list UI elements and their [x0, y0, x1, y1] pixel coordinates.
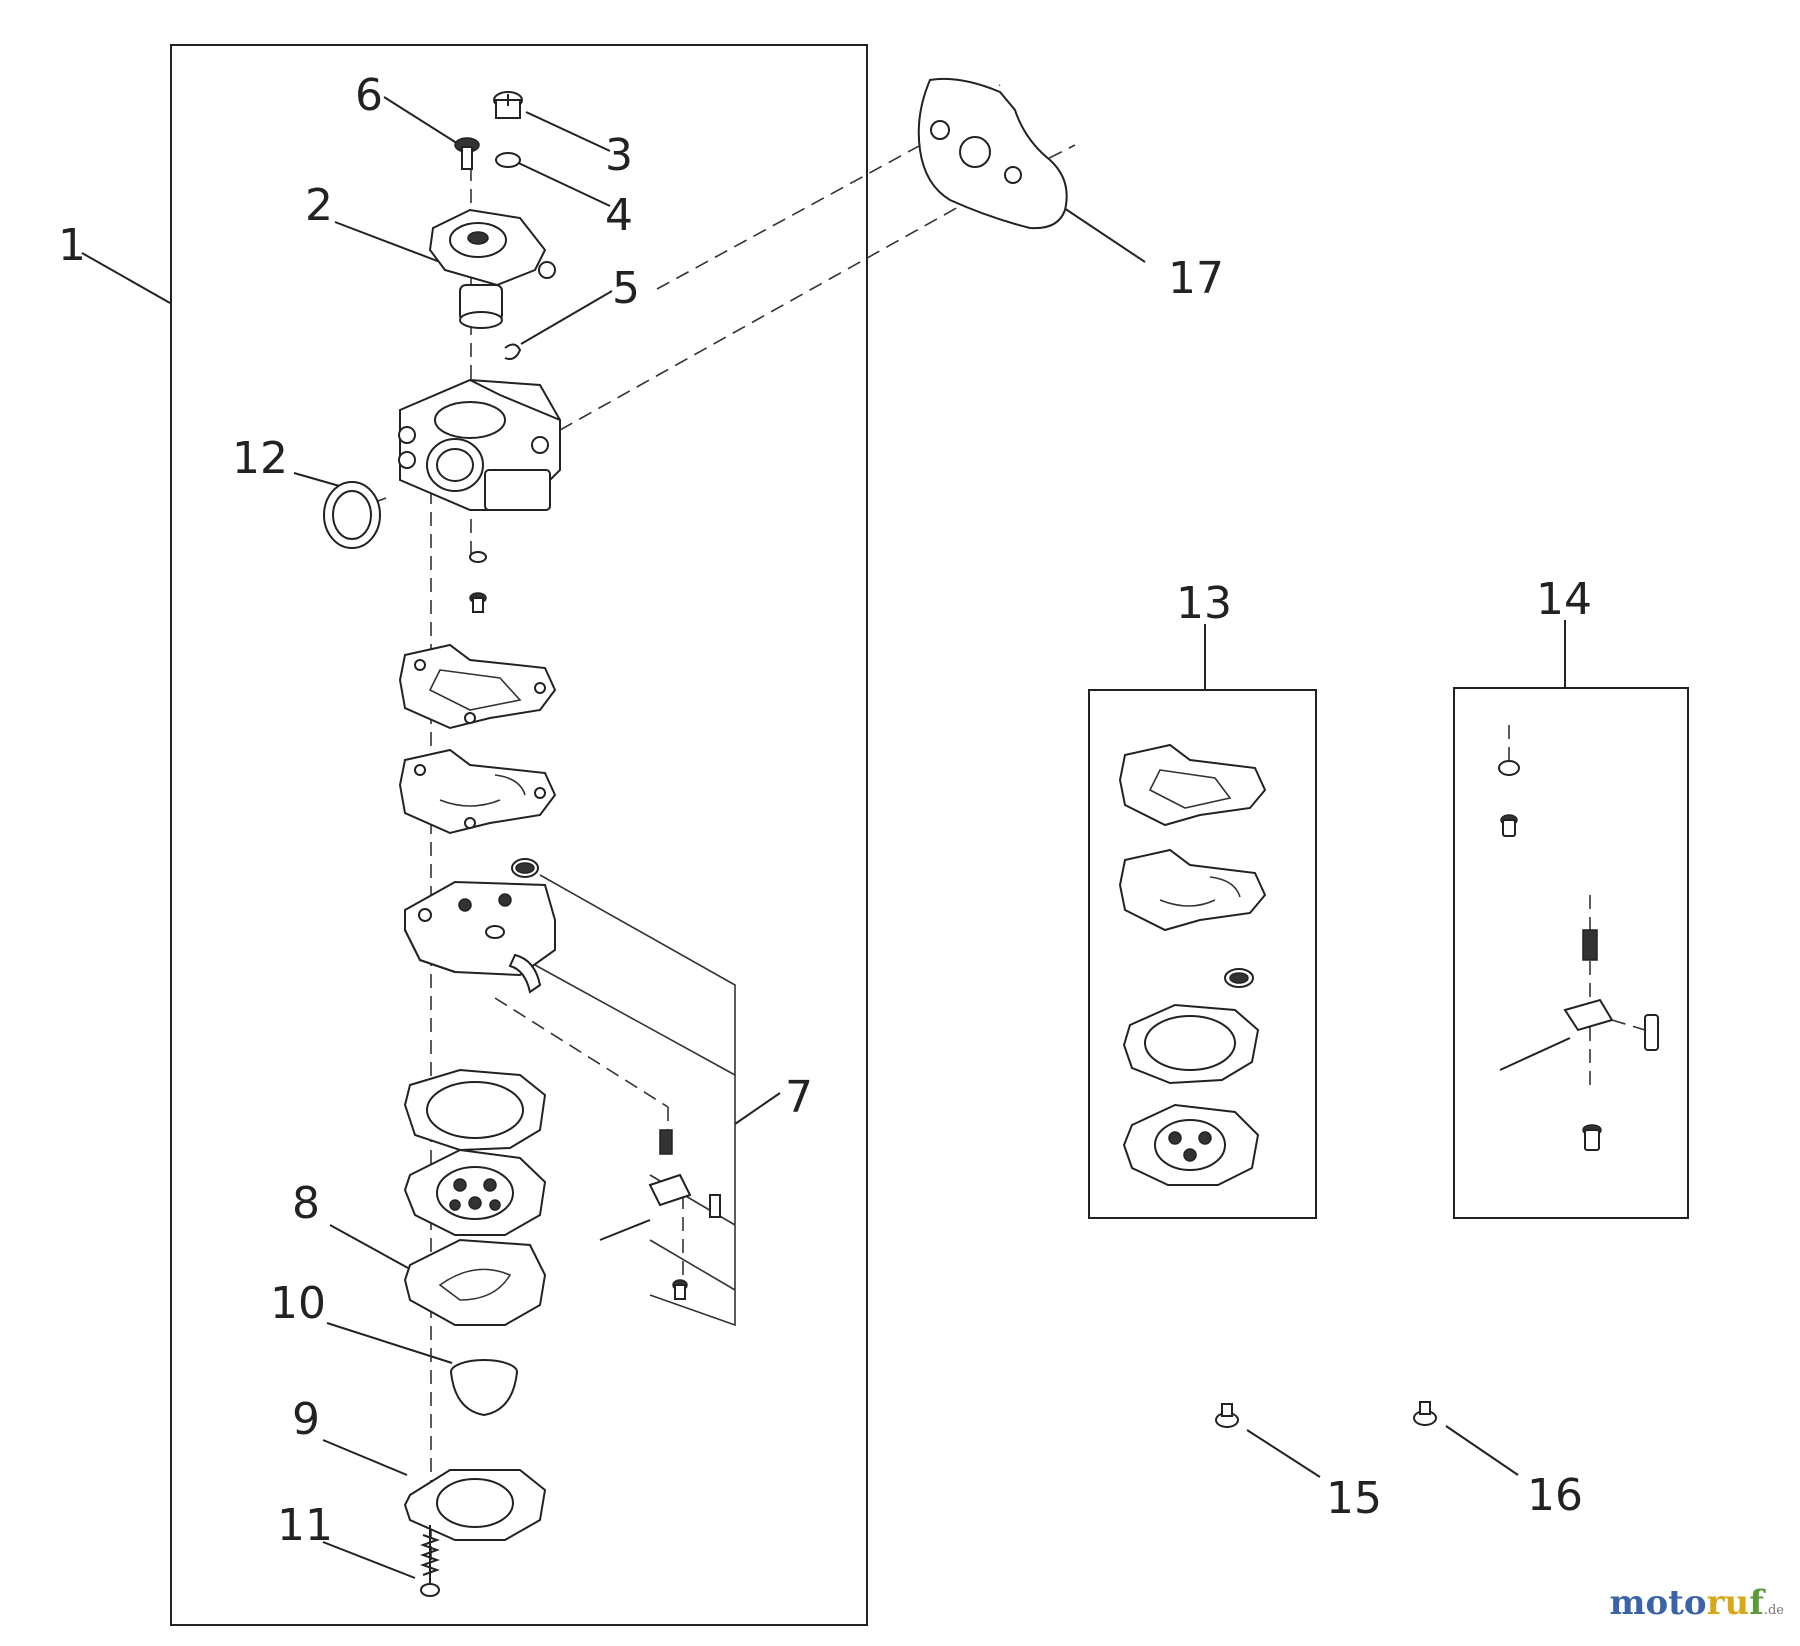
callout-1: 1	[58, 220, 86, 271]
clip-5	[504, 343, 522, 360]
kit-13-gasket-b	[1118, 848, 1267, 932]
gasket-plate-b	[398, 748, 557, 835]
gasket-plate-a	[398, 643, 557, 730]
gasket-17	[917, 77, 1068, 230]
watermark-logo: motoruf.de	[1609, 1583, 1784, 1623]
callout-13: 13	[1176, 578, 1232, 629]
kit-box-13	[1088, 689, 1317, 1219]
callout-5: 5	[612, 263, 640, 314]
callout-4: 4	[605, 190, 633, 241]
part-16	[1413, 1401, 1437, 1426]
screw-6	[454, 137, 480, 170]
cover-8	[403, 1238, 547, 1326]
primer-bulb-10	[450, 1359, 518, 1417]
screw-3	[493, 91, 523, 119]
spring-screw-11	[420, 1525, 440, 1597]
carburetor-body	[398, 378, 561, 511]
bracket-7	[534, 874, 736, 1327]
washer-4	[495, 152, 521, 168]
throttle-lever-2	[428, 208, 556, 329]
callout-16: 16	[1527, 1470, 1583, 1521]
assembly-box-1	[170, 44, 868, 1626]
callout-6: 6	[355, 70, 383, 121]
callout-7: 7	[785, 1072, 813, 1123]
part-15	[1215, 1403, 1239, 1428]
leader-lines	[81, 96, 1566, 1579]
kit-box-14	[1453, 687, 1689, 1219]
diaphragm-gasket	[403, 1068, 547, 1152]
kit-13-diaphragm-gasket	[1122, 1003, 1260, 1085]
callout-17: 17	[1168, 253, 1224, 304]
callout-8: 8	[292, 1178, 320, 1229]
cover-9	[403, 1469, 547, 1541]
callout-11: 11	[277, 1500, 333, 1551]
callout-14: 14	[1536, 574, 1592, 625]
callout-3: 3	[605, 130, 633, 181]
metering-diaphragm	[403, 1148, 547, 1236]
callout-2: 2	[305, 180, 333, 231]
callout-9: 9	[292, 1394, 320, 1445]
callout-15: 15	[1326, 1473, 1382, 1524]
pump-body	[404, 880, 556, 994]
callout-12: 12	[232, 433, 288, 484]
kit-13-screen	[1224, 968, 1254, 988]
needle-group-parts	[599, 1129, 721, 1300]
kit-14-parts	[1498, 725, 1659, 1151]
o-ring-12	[323, 481, 381, 549]
small-screw	[469, 592, 487, 613]
kit-13-gasket-a	[1118, 743, 1267, 827]
kit-13-metering-diaphragm	[1122, 1103, 1260, 1186]
filter-screen	[511, 858, 539, 878]
small-washer	[469, 551, 487, 563]
callout-10: 10	[270, 1278, 326, 1329]
